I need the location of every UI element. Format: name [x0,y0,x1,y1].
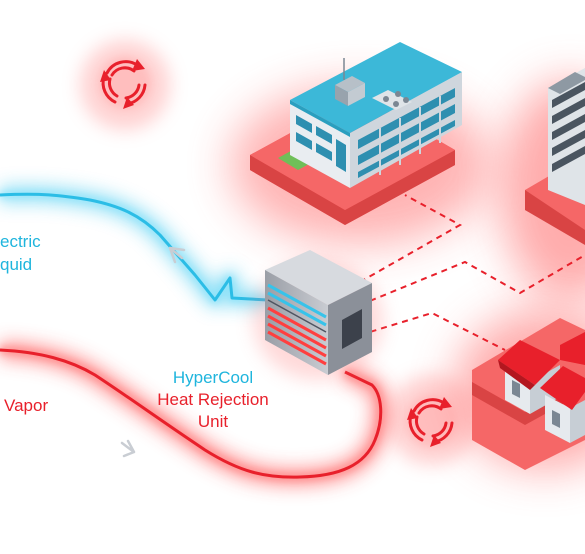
dashed-line-office [359,194,463,283]
office-building [250,42,462,225]
unit-label-line2: Heat Rejection [157,390,269,409]
houses [472,318,585,470]
recycle-icon [406,395,458,447]
unit-label-line3: Unit [197,412,229,431]
arrow-right-icon [120,439,136,458]
unit-label-line1: HyperCool [172,368,254,387]
vapor-pipe [0,341,390,487]
dashed-line-houses [359,311,506,351]
dashed-connections [359,194,585,351]
tower-building [525,68,585,245]
arrow-up-left-icon [168,246,186,264]
hypercool-unit [253,250,383,380]
dielectric-liquid-label-line1: ectric [0,232,41,251]
vapor-label: Vapor [4,396,49,415]
recycle-icon [99,57,151,109]
dashed-line-tower [359,254,585,306]
dielectric-liquid-label-line2: quid [0,255,33,274]
